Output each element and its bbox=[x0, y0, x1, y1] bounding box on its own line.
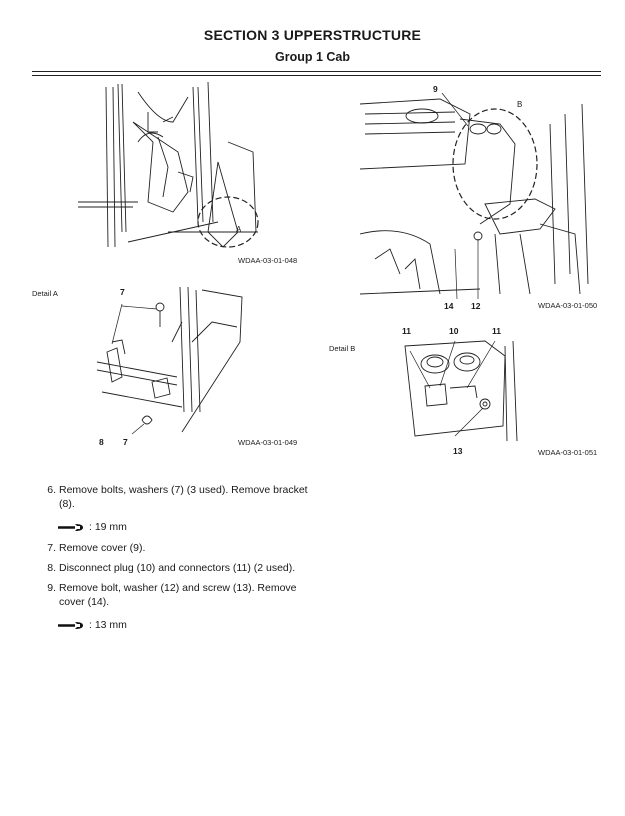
figure-code: WDAA-03-01-049 bbox=[238, 438, 298, 447]
step-number: 6. bbox=[47, 484, 56, 496]
step-text: Disconnect plug (10) and connectors (11)… bbox=[59, 562, 296, 574]
figure-cab-console: 9 B 14 12 bbox=[360, 84, 605, 311]
detail-a-label: Detail A bbox=[32, 289, 58, 298]
callout-13: 13 bbox=[453, 446, 463, 456]
tool-size: : 19 mm bbox=[89, 521, 127, 533]
step-text: Remove bolts, washers (7) (3 used). Remo… bbox=[59, 484, 308, 510]
callout-7-bottom: 7 bbox=[123, 437, 128, 447]
callout-11-left: 11 bbox=[402, 326, 411, 336]
wrench-icon bbox=[58, 524, 83, 532]
tool-spec-19mm: : 19 mm bbox=[58, 521, 127, 535]
label-a: A bbox=[236, 225, 242, 234]
wrench-icon bbox=[58, 622, 83, 630]
callout-9: 9 bbox=[433, 84, 438, 94]
figure-cab-interior: A bbox=[78, 82, 268, 252]
callout-10: 10 bbox=[449, 326, 459, 336]
tool-size: : 13 mm bbox=[89, 619, 127, 631]
header-rule-thin bbox=[32, 75, 601, 76]
group-title: Group 1 Cab bbox=[274, 50, 350, 64]
tool-spec-13mm: : 13 mm bbox=[58, 619, 127, 633]
figure-code: WDAA-03-01-051 bbox=[538, 448, 598, 457]
callout-11-right: 11 bbox=[492, 326, 501, 336]
figure-code: WDAA-03-01-048 bbox=[238, 256, 298, 265]
callout-14: 14 bbox=[444, 301, 454, 311]
callout-8: 8 bbox=[99, 437, 104, 447]
callout-12: 12 bbox=[471, 301, 481, 311]
figure-code: WDAA-03-01-050 bbox=[538, 301, 598, 310]
step-text: Remove cover (9). bbox=[59, 542, 146, 554]
section-title: SECTION 3 UPPERSTRUCTURE bbox=[203, 27, 422, 43]
detail-b-label: Detail B bbox=[329, 344, 356, 353]
figure-detail-b: 11 10 11 13 bbox=[395, 326, 525, 456]
step-number: 8. bbox=[47, 562, 56, 574]
step-number: 7. bbox=[47, 542, 56, 554]
callout-7-top: 7 bbox=[120, 287, 125, 297]
step-number: 9. bbox=[47, 582, 56, 594]
header-rule bbox=[32, 71, 601, 72]
label-b: B bbox=[517, 100, 523, 109]
figure-detail-a: 7 8 7 bbox=[92, 282, 247, 447]
step-text: Remove bolt, washer (12) and screw (13).… bbox=[59, 582, 297, 608]
